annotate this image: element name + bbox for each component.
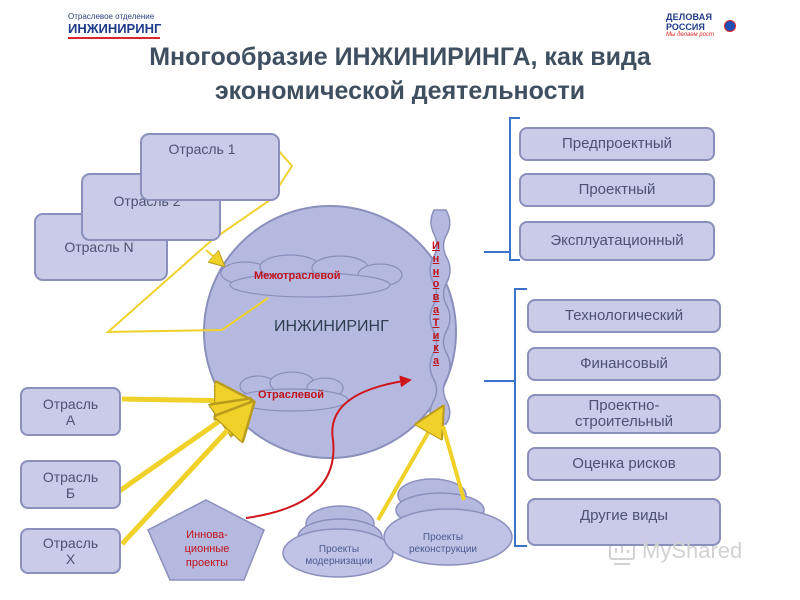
reconstruction-label: Проекты реконструкции	[388, 532, 498, 556]
type-label-line: Проектно-	[588, 397, 660, 414]
innovative-projects-label: Иннова- ционные проекты	[160, 528, 254, 570]
innovatika-letter: к	[433, 342, 439, 355]
stage-operation: Эксплуатационный	[519, 221, 715, 261]
modernization-line: модернизации	[305, 556, 373, 567]
logo-right-slogan: Мы делаем рост	[666, 32, 714, 38]
innovatika-letter: а	[432, 355, 440, 368]
industry-b-l2: Б	[65, 484, 76, 501]
title-line1: Многообразие ИНЖИНИРИНГА, как вида	[149, 43, 651, 71]
red-arrow	[245, 375, 412, 519]
type-technological: Технологический	[527, 299, 721, 333]
innovatika-letter: о	[432, 278, 440, 291]
intersector-cloud	[220, 254, 403, 298]
reconstruction-line: реконструкции	[409, 544, 477, 555]
type-other: Другие виды	[527, 498, 721, 546]
industry-b-box: Отрасль Б	[20, 460, 121, 509]
types-bracket	[484, 288, 527, 547]
industry-b-l1: Отрасль	[42, 468, 99, 485]
industry-a-l1: Отрасль	[42, 395, 99, 412]
industry-n-label: Отрасль N	[64, 239, 134, 255]
modernization-cloud	[282, 505, 394, 578]
innovatika-letter: И	[432, 240, 440, 252]
innovatika-letter: и	[432, 329, 440, 342]
stage-label: Проектный	[578, 181, 656, 198]
type-label: Оценка рисков	[572, 455, 676, 472]
innovatika-letter: н	[432, 252, 440, 265]
industry-1-label: Отрасль 1	[168, 141, 236, 157]
innovatika-letter: Т	[432, 316, 440, 329]
arrow-reconstruction	[441, 425, 466, 501]
industry-x-l1: Отрасль	[42, 535, 99, 551]
industry-a-box: Отрасль А	[20, 387, 121, 436]
intersector-label: Межотраслевой	[254, 270, 341, 282]
modernization-line: Проекты	[318, 544, 360, 555]
stages-bracket	[484, 117, 520, 261]
reconstruction-line: Проекты	[422, 532, 464, 543]
stage-preproject: Предпроектный	[519, 127, 715, 161]
stage-project: Проектный	[519, 173, 715, 207]
logo-left-line2: ИНЖИНИРИНГ	[68, 21, 162, 36]
logo-right-line2: РОССИЯ	[666, 22, 705, 32]
innovatika-label: И н н о в а Т и к а	[428, 240, 444, 368]
stage-label: Предпроектный	[561, 135, 673, 152]
industry-a-l2: А	[65, 411, 76, 428]
type-label: Другие виды	[579, 507, 669, 524]
sector-label: Отраслевой	[258, 389, 324, 401]
arrow-industry-x	[120, 408, 248, 546]
type-label: Технологический	[564, 307, 684, 324]
industry-x-l2: Х	[65, 551, 76, 567]
industry-1-box: Отрасль 1	[140, 133, 280, 201]
type-label: Финансовый	[580, 355, 668, 372]
arrow-industry-a	[121, 399, 244, 401]
page-title: Многообразие ИНЖИНИРИНГА, как вида эконо…	[40, 40, 760, 108]
logo-badge-icon	[724, 20, 736, 32]
innovative-projects-pentagon	[147, 499, 265, 581]
logo-engineering-section: Отраслевое отделение ИНЖИНИРИНГ	[68, 12, 168, 42]
type-financial: Финансовый	[527, 347, 721, 381]
title-line2: экономической деятельности	[214, 77, 586, 105]
reconstruction-cloud	[383, 478, 513, 566]
innovatika-column	[429, 209, 451, 425]
logo-left-underline	[68, 37, 160, 39]
type-risk-assessment: Оценка рисков	[527, 447, 721, 481]
innovatika-letter: в	[432, 291, 440, 304]
type-construction: Проектно- строительный	[527, 394, 721, 434]
industry-x-box: Отрасль Х	[20, 528, 121, 574]
logo-delovaya-rossiya: ДЕЛОВАЯ РОССИЯ Мы делаем рост	[666, 12, 736, 38]
innovative-line: проекты	[185, 557, 229, 569]
innovatika-letter: н	[432, 265, 440, 278]
logo-left-line1: Отраслевое отделение	[68, 12, 155, 21]
logo-right-line1: ДЕЛОВАЯ	[666, 12, 713, 22]
industries-bracket-line	[105, 199, 271, 334]
arrow-modernization	[376, 412, 440, 521]
modernization-label: Проекты модернизации	[284, 544, 394, 568]
watermark: MyShared	[642, 538, 743, 563]
engineering-label: ИНЖИНИРИНГ	[274, 318, 389, 335]
type-label-line: строительный	[575, 413, 673, 430]
innovative-line: Иннова-	[186, 529, 228, 541]
innovative-line: ционные	[184, 543, 230, 555]
stage-label: Эксплуатационный	[550, 232, 684, 249]
innovatika-letter: а	[432, 303, 440, 316]
